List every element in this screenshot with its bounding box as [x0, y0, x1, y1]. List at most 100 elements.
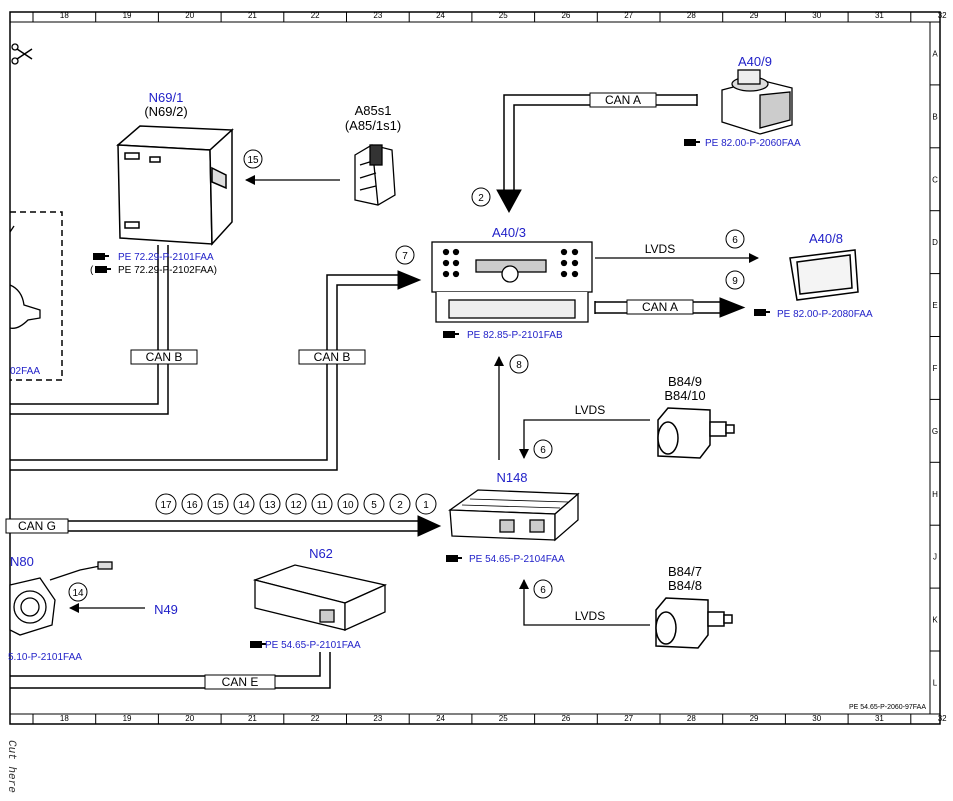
column-label-30-bottom: 30: [812, 714, 821, 723]
b84-7-label: B84/7: [668, 564, 702, 579]
svg-text:PE 82.00-P-2080FAA: PE 82.00-P-2080FAA: [777, 309, 873, 320]
svg-text:13: 13: [264, 500, 276, 511]
row-label-J: J: [933, 553, 937, 562]
pointing-hand-icon: [95, 266, 111, 273]
scissors-icon: [11, 43, 33, 65]
svg-text:12: 12: [290, 500, 302, 511]
n69-1-module-icon: [116, 125, 234, 246]
a40-9-label: A40/9: [738, 54, 772, 69]
callout-8: 8: [509, 354, 529, 374]
column-label-24-top: 24: [436, 11, 445, 20]
a40-3-label: A40/3: [492, 225, 526, 240]
left-partial-component-icon: [9, 225, 41, 329]
column-label-29-top: 29: [750, 11, 759, 20]
callout-6-mid: 6: [533, 439, 553, 459]
row-label-A: A: [932, 49, 938, 58]
b84-8-label: B84/8: [668, 578, 702, 593]
n62-module-icon: [252, 564, 388, 632]
svg-text:CAN A: CAN A: [605, 93, 641, 107]
column-label-21-bottom: 21: [248, 714, 257, 723]
callout-can-g-13: 13: [259, 493, 281, 515]
n80-label: N80: [10, 554, 34, 569]
row-label-F: F: [933, 364, 938, 373]
ref-left-box: 02FAA: [10, 366, 40, 377]
svg-text:CAN B: CAN B: [146, 350, 183, 364]
svg-text:14: 14: [238, 500, 250, 511]
callout-can-g-14: 14: [233, 493, 255, 515]
ref-n69-2: ( PE 72.29-P-2102FAA): [90, 265, 217, 276]
callout-can-g-10: 10: [337, 493, 359, 515]
column-label-26-bottom: 26: [561, 714, 570, 723]
row-label-G: G: [932, 427, 938, 436]
lvds-cam1-label: LVDS: [575, 403, 605, 417]
svg-text:CAN G: CAN G: [18, 519, 56, 533]
a85s1-label: A85s1: [355, 103, 392, 118]
ref-n148: PE 54.65-P-2104FAA: [446, 554, 565, 565]
ref-a40-3: PE 82.85-P-2101FAB: [443, 330, 563, 341]
column-label-30-top: 30: [812, 11, 821, 20]
b84-10-label: B84/10: [664, 388, 705, 403]
a85s1-switch-icon: [354, 144, 396, 206]
svg-text:PE 72.29-P-2101FAA: PE 72.29-P-2101FAA: [118, 252, 214, 263]
column-label-29-bottom: 29: [750, 714, 759, 723]
svg-text:15: 15: [212, 500, 224, 511]
svg-text:PE 72.29-P-2102FAA): PE 72.29-P-2102FAA): [118, 265, 217, 276]
pointing-hand-icon: [93, 253, 109, 260]
n62-label: N62: [309, 546, 333, 561]
callout-2: 2: [471, 187, 491, 207]
column-ticks: 1818191920202121222223232424252526262727…: [60, 11, 947, 724]
ref-n80: 5.10-P-2101FAA: [8, 652, 82, 663]
svg-text:8: 8: [516, 360, 522, 371]
lvds-top-label: LVDS: [645, 242, 675, 256]
svg-text:(: (: [90, 265, 94, 276]
column-label-28-bottom: 28: [687, 714, 696, 723]
callout-can-g-5: 5: [363, 493, 385, 515]
row-label-C: C: [932, 175, 938, 184]
row-label-K: K: [932, 616, 938, 625]
column-label-27-top: 27: [624, 11, 633, 20]
callout-can-g-11: 11: [311, 493, 333, 515]
callout-7: 7: [395, 245, 415, 265]
svg-text:16: 16: [186, 500, 198, 511]
ref-a40-9: PE 82.00-P-2060FAA: [684, 138, 801, 149]
n69-1-label: N69/1: [149, 90, 184, 105]
column-label-22-bottom: 22: [311, 714, 320, 723]
can-a-top-label: CAN A: [589, 92, 657, 108]
document-id: PE 54.65-P-2060-97FAA: [849, 704, 926, 711]
column-label-31-bottom: 31: [875, 714, 884, 723]
column-label-25-bottom: 25: [499, 714, 508, 723]
svg-text:6: 6: [540, 445, 546, 456]
a85-1s1-label: (A85/1s1): [345, 118, 401, 133]
row-label-D: D: [932, 238, 938, 247]
svg-text:CAN A: CAN A: [642, 300, 678, 314]
callout-6-top: 6: [725, 229, 745, 249]
svg-text:15: 15: [247, 155, 259, 166]
callout-can-g-17: 17: [155, 493, 177, 515]
svg-text:2: 2: [478, 193, 484, 204]
ref-n62: PE 54.65-P-2101FAA: [250, 640, 361, 651]
ref-a40-8: PE 82.00-P-2080FAA: [754, 309, 873, 320]
row-label-H: H: [932, 490, 938, 499]
svg-text:CAN B: CAN B: [314, 350, 351, 364]
column-label-24-bottom: 24: [436, 714, 445, 723]
svg-text:14: 14: [72, 588, 84, 599]
svg-text:9: 9: [732, 276, 738, 287]
callout-14: 14: [68, 582, 88, 602]
svg-text:11: 11: [317, 500, 328, 511]
callout-can-g-1: 1: [415, 493, 437, 515]
callout-can-g-15: 15: [207, 493, 229, 515]
column-label-23-top: 23: [373, 11, 382, 20]
svg-text:PE 82.85-P-2101FAB: PE 82.85-P-2101FAB: [467, 330, 563, 341]
component-labels: N69/1 (N69/2) A85s1 (A85/1s1) A40/9 A40/…: [10, 54, 843, 617]
column-label-32-bottom: 32: [938, 714, 947, 723]
column-label-20-top: 20: [185, 11, 194, 20]
column-label-18-top: 18: [60, 11, 69, 20]
n80-steering-module-icon: [9, 561, 113, 636]
row-label-B: B: [932, 112, 937, 121]
callout-9: 9: [725, 270, 745, 290]
column-label-19-bottom: 19: [123, 714, 132, 723]
svg-text:PE 82.00-P-2060FAA: PE 82.00-P-2060FAA: [705, 138, 801, 149]
n148-module-icon: [448, 489, 580, 542]
can-e-label: CAN E: [204, 674, 276, 690]
